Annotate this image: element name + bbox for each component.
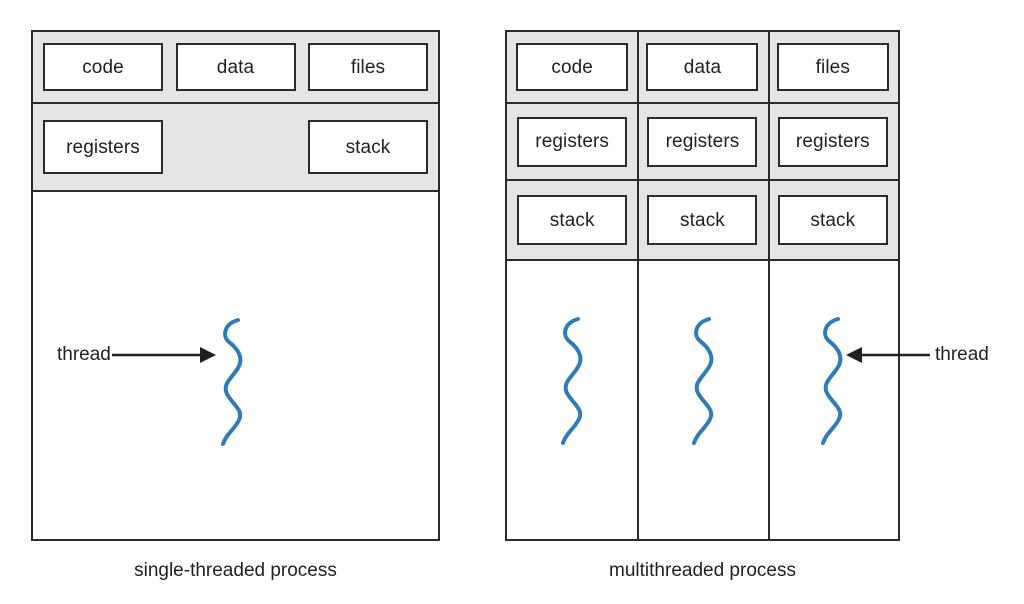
- thread-column-divider-2: [768, 32, 770, 539]
- multithreaded-process-panel: code data files registers registers regi…: [505, 30, 900, 541]
- multi-process-registers-row: registers registers registers: [507, 104, 898, 181]
- multi-files-box: files: [776, 43, 889, 91]
- thread-label-left: thread: [57, 344, 111, 365]
- thread-column-divider-1: [637, 32, 639, 539]
- multi-registers-box-3: registers: [777, 116, 888, 167]
- multi-process-caption: multithreaded process: [609, 560, 796, 581]
- multi-code-box: code: [516, 43, 629, 91]
- multi-registers-box-1: registers: [517, 116, 628, 167]
- multi-registers-box-2: registers: [647, 116, 758, 167]
- single-process-registers-stack-row: registers stack: [33, 104, 438, 192]
- multi-stack-box-1: stack: [517, 195, 628, 245]
- thread-label-right: thread: [935, 344, 989, 365]
- single-threaded-process-panel: code data files registers stack: [31, 30, 440, 541]
- single-stack-box: stack: [308, 120, 428, 174]
- single-process-top-row: code data files: [33, 32, 438, 104]
- thread-pointer-arrow-right-panel: [846, 347, 930, 363]
- multi-stack-box-2: stack: [647, 195, 758, 245]
- single-files-box: files: [308, 43, 428, 91]
- thread-pointer-arrow-left-panel: [112, 347, 216, 363]
- thread-squiggle-icon: [561, 317, 583, 445]
- single-data-box: data: [175, 43, 296, 91]
- thread-squiggle-icon: [221, 318, 243, 446]
- thread-squiggle-icon: [692, 317, 714, 445]
- thread-squiggle-icon: [821, 317, 843, 445]
- multi-stack-box-3: stack: [777, 195, 888, 245]
- single-process-caption: single-threaded process: [134, 560, 337, 581]
- multi-process-stack-row: stack stack stack: [507, 181, 898, 261]
- single-code-box: code: [43, 43, 163, 91]
- multi-data-box: data: [646, 43, 759, 91]
- multi-process-top-row: code data files: [507, 32, 898, 104]
- multi-process-thread-area: [507, 261, 898, 539]
- single-process-thread-area: [33, 192, 438, 539]
- single-registers-box: registers: [43, 120, 163, 174]
